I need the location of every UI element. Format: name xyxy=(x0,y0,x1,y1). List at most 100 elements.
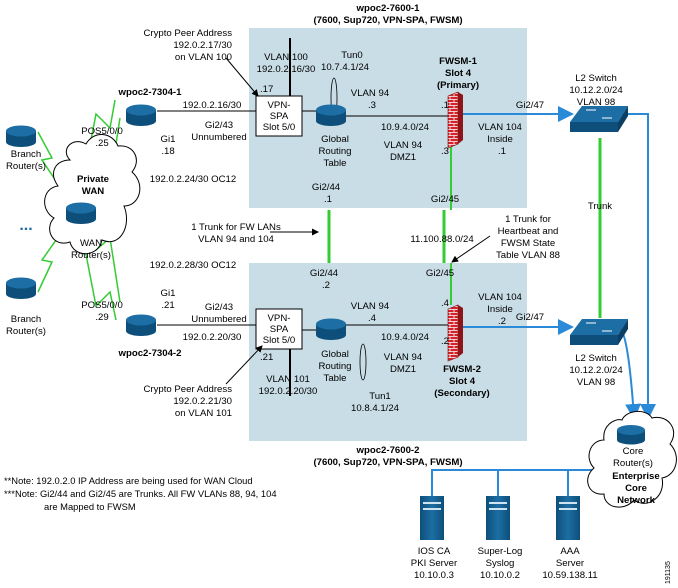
l2switch1-line3: VLAN 98 xyxy=(577,97,615,108)
gi1-bottom-line2: .21 xyxy=(161,300,174,311)
gi243-bottom-line2: Unnumbered xyxy=(191,314,246,325)
gi247-top: Gi2/47 xyxy=(516,100,544,111)
grt-2-line2: Routing xyxy=(318,361,351,372)
l2switch1-line2: 10.12.2.0/24 xyxy=(569,85,623,96)
trunk-fw-line2: VLAN 94 and 104 xyxy=(198,234,274,245)
grt-2-line1: Global xyxy=(321,349,349,360)
chassis-desc-7600-1: (7600, Sup720, VPN-SPA, FWSM) xyxy=(313,15,462,26)
gi243-top-line2: Unnumbered xyxy=(191,132,246,143)
chassis-desc-7600-2: (7600, Sup720, VPN-SPA, FWSM) xyxy=(313,457,462,468)
crypto-peer-1-line2: 192.0.2.17/30 xyxy=(173,40,232,51)
firewall-icon-fwsm-1 xyxy=(447,91,463,149)
router-icon-core xyxy=(617,425,645,445)
dmz-top-line1: VLAN 94 xyxy=(384,140,423,151)
gi243-bottom-line1: Gi2/43 xyxy=(205,302,233,313)
server-icon-super-log xyxy=(486,496,510,540)
net-192-20: 192.0.2.20/30 xyxy=(183,332,242,343)
core-line2: Router(s) xyxy=(613,458,653,469)
gi247-bottom: Gi2/47 xyxy=(516,312,544,323)
l2switch1-line1: L2 Switch xyxy=(575,73,617,84)
gi1-top-line1: Gi1 xyxy=(161,134,176,145)
tun0-label: Tun0 xyxy=(341,50,363,61)
inside-bottom-line1: VLAN 104 xyxy=(478,292,522,303)
trunk-hb-line4: Table VLAN 88 xyxy=(496,250,560,261)
router-icon-branch-1 xyxy=(6,125,36,147)
branch2-line1: Branch xyxy=(11,314,41,325)
router-icon-branch-2 xyxy=(6,277,36,299)
router-icon-global-routing-table-1 xyxy=(316,104,346,126)
gi245-bottom: Gi2/45 xyxy=(426,268,454,279)
dmz-bottom-line2: DMZ1 xyxy=(390,364,416,375)
server-super-log-line3: 10.10.0.2 xyxy=(480,570,520,581)
vlan94-bottom-label: VLAN 94 xyxy=(351,301,390,312)
tunnel-tun1-icon xyxy=(359,343,367,381)
l2switch2-line2: 10.12.2.0/24 xyxy=(569,365,623,376)
server-ios-ca-line2: PKI Server xyxy=(411,558,458,569)
vlan101-dot21: .21 xyxy=(260,352,273,363)
crypto-peer-2-line2: 192.0.2.21/30 xyxy=(173,396,232,407)
router-icon-wpoc2-7304-1 xyxy=(126,104,156,126)
core-line1: Core xyxy=(623,446,644,457)
vpn-spa-box-1 xyxy=(255,95,303,137)
vpn-spa-2-line2: SPA xyxy=(270,324,289,335)
fwsm2-line2: Slot 4 xyxy=(449,376,476,387)
gi1-top-line2: .18 xyxy=(161,146,174,157)
server-icon-ios-ca xyxy=(420,496,444,540)
server-ios-ca-line3: 10.10.0.3 xyxy=(414,570,454,581)
dmz-bottom-line1: VLAN 94 xyxy=(384,352,423,363)
server-icon-aaa xyxy=(556,496,580,540)
crypto-peer-2-line3: on VLAN 101 xyxy=(175,408,232,419)
fwsm1-line2: Slot 4 xyxy=(445,68,472,79)
server-aaa-line3: 10.59.138.11 xyxy=(542,570,597,581)
server-aaa-line2: Server xyxy=(556,558,585,569)
branch-ellipsis: ... xyxy=(19,217,32,234)
net-11-100-88: 11.100.88.0/24 xyxy=(410,234,474,245)
trunk-hb-line2: Heartbeat and xyxy=(498,226,559,237)
branch1-line1: Branch xyxy=(11,149,41,160)
vpn-spa-2-line1: VPN- xyxy=(268,313,291,324)
fwsm2-line3: (Secondary) xyxy=(434,388,489,399)
gi244-top-line1: Gi2/44 xyxy=(312,182,341,193)
fwsm2-line1: FWSM-2 xyxy=(443,364,481,375)
wan-routers-line1: WAN xyxy=(80,238,102,249)
dmz-top-line2: DMZ1 xyxy=(390,152,416,163)
firewall-icon-fwsm-2 xyxy=(447,304,463,362)
gi245-top: Gi2/45 xyxy=(431,194,459,205)
pos-top-line1: POS5/0/0 xyxy=(81,126,123,137)
private-wan-cloud xyxy=(44,134,141,255)
vlan101-net: 192.0.2.20/30 xyxy=(259,386,318,397)
chassis-title-7600-2: wpoc2-7600-2 xyxy=(356,445,420,456)
server-aaa-line1: AAA xyxy=(560,546,580,557)
gi1-bottom-line1: Gi1 xyxy=(161,288,176,299)
inside-top-line2: Inside xyxy=(487,134,513,145)
tun1-label: Tun1 xyxy=(369,391,391,402)
pos-bottom-line1: POS5/0/0 xyxy=(81,300,123,311)
grt-1-line2: Routing xyxy=(318,146,351,157)
vlan94-bottom-dot: .4 xyxy=(368,313,377,324)
fw2-dot4: .4 xyxy=(441,298,450,309)
crypto-peer-2-line1: Crypto Peer Address xyxy=(143,384,232,395)
inside-top-line1: VLAN 104 xyxy=(478,122,522,133)
vlan101-label: VLAN 101 xyxy=(266,374,310,385)
router-icon-wan-routers xyxy=(66,202,96,224)
router-icon-wpoc2-7304-2 xyxy=(126,314,156,336)
vpn-spa-1-line3: Slot 5/0 xyxy=(263,122,296,133)
private-wan-line1: Private xyxy=(77,174,109,185)
vlan94-top-dot: .3 xyxy=(368,100,376,111)
l2-switch-icon-2 xyxy=(570,319,628,345)
grt-1-line1: Global xyxy=(321,134,349,145)
callout-arrow-crypto-2 xyxy=(225,345,263,385)
callout-arrow-crypto-1 xyxy=(225,57,259,97)
private-wan-line2: WAN xyxy=(82,186,104,197)
wpoc2-7304-2-label: wpoc2-7304-2 xyxy=(118,348,182,359)
note-3: are Mapped to FWSM xyxy=(44,501,136,512)
branch1-line2: Router(s) xyxy=(6,161,46,172)
branch2-line2: Router(s) xyxy=(6,326,46,337)
grt-1-line3: Table xyxy=(324,158,347,169)
oc12-top: 192.0.2.24/30 OC12 xyxy=(150,174,236,185)
link-wan-lightning-3 xyxy=(83,243,117,321)
inside-top-line3: .1 xyxy=(498,146,506,157)
grt-2-line3: Table xyxy=(324,373,347,384)
l2switch2-line3: VLAN 98 xyxy=(577,377,615,388)
